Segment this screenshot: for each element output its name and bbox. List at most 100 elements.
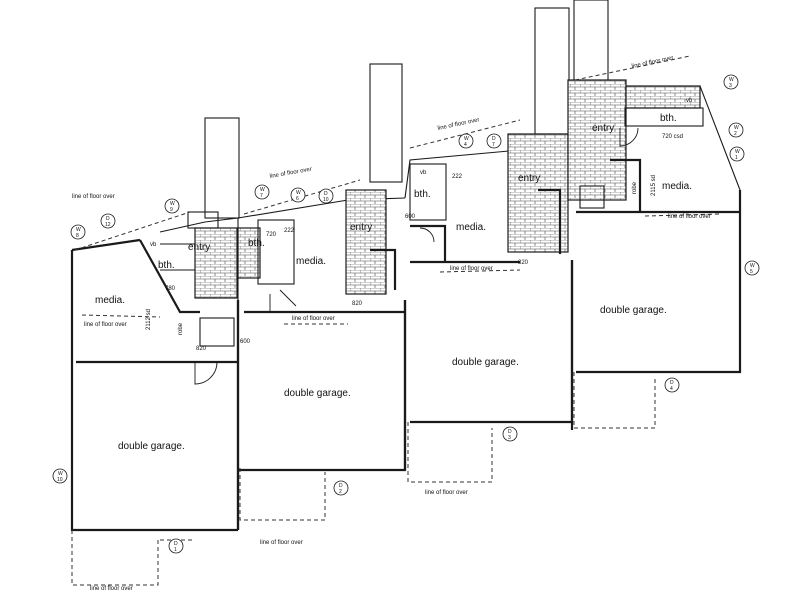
svg-text:10: 10 [323,197,329,203]
robe-note-1: robe [178,322,184,335]
svg-text:2: 2 [734,131,737,137]
dim-2115: 2115 sd [651,175,657,196]
tag-w10: W10 [52,468,68,484]
garage-label-2: double garage. [284,388,351,399]
media-label-3: media. [456,222,486,233]
tag-w5: W5 [744,260,760,276]
svg-text:2: 2 [339,489,342,495]
tag-d2: D2 [333,480,349,496]
garage-label-1: double garage. [118,441,185,452]
room-labels: double garage. double garage. double gar… [95,113,692,452]
entry-label-1: entry [188,242,210,253]
svg-text:D: D [508,429,512,435]
vb-note-2: vb [420,170,427,176]
garage-label-4: double garage. [600,305,667,316]
svg-text:8: 8 [76,233,79,239]
cupboard-note: 720 csd [662,134,683,140]
dim-820-b: 820 [518,260,529,266]
svg-text:D: D [174,541,178,547]
dim-222-a: 222 [284,228,295,234]
svg-text:12: 12 [105,222,111,228]
svg-text:D: D [106,216,110,222]
svg-text:1: 1 [735,155,738,161]
floor-over-note-1: line of floor over [84,322,127,328]
dim-600-b: 600 [405,214,416,220]
unit-2 [236,179,407,530]
floor-over-note-4: line of floor over [668,214,711,220]
tag-w3: W3 [723,74,739,90]
dim-780: 780 [165,286,176,292]
svg-text:W: W [260,187,265,193]
unit-4 [567,55,742,430]
tag-w8: W8 [70,224,86,240]
svg-text:W: W [76,227,81,233]
svg-text:4: 4 [670,386,673,392]
tag-d3: D3 [502,426,518,442]
entry-label-2: entry [350,222,372,233]
tag-w9: W9 [164,198,180,214]
media-label-4: media. [662,181,692,192]
svg-text:D: D [324,191,328,197]
svg-text:D: D [339,483,343,489]
tag-d1: D1 [168,538,184,554]
tag-d4: D4 [664,377,680,393]
svg-text:3: 3 [729,83,732,89]
svg-text:4: 4 [464,142,467,148]
unit-1 [70,211,240,586]
svg-text:W: W [58,471,63,477]
svg-text:D: D [492,136,496,142]
svg-text:W: W [735,149,740,155]
annotations: line of floor over line of floor over li… [72,55,711,592]
unit-3 [403,119,574,483]
floor-over-note-5: line of floor over [90,586,133,592]
svg-text:9: 9 [170,207,173,213]
bth-label-3: bth. [414,189,431,200]
tag-w7: W7 [254,184,270,200]
garage-label-3: double garage. [452,357,519,368]
dim-820-a: 820 [352,301,363,307]
tag-d10: D10 [318,188,334,204]
entry-label-4: entry [592,123,614,134]
svg-text:W: W [750,263,755,269]
floor-over-note-2: line of floor over [292,316,335,322]
media-label-1: media. [95,295,125,306]
floor-over-note-8: line of floor over [72,194,115,200]
reference-tags: W8 D12 W9 W7 W6 D10 W4 D7 W3 W2 W1 W5 W1… [52,74,760,554]
svg-text:7: 7 [492,142,495,148]
tag-d7: D7 [486,133,502,149]
svg-text:W: W [170,201,175,207]
floor-over-note-11: line of floor over [631,55,674,70]
svg-text:6: 6 [296,196,299,202]
vb-note-3: vb [686,98,693,104]
dim-222-b: 222 [452,174,463,180]
bth-label-2: bth. [248,238,265,249]
tag-w6: W6 [290,187,306,203]
media-label-2: media. [296,256,326,267]
bth-label-1: bth. [158,260,175,271]
svg-text:W: W [296,190,301,196]
floor-over-note-10: line of floor over [437,117,480,132]
dim-600-a: 600 [240,339,251,345]
svg-text:7: 7 [260,193,263,199]
tag-d12: D12 [100,213,116,229]
svg-text:W: W [729,77,734,83]
bth-label-4: bth. [660,113,677,124]
tag-w1: W1 [729,146,745,162]
svg-text:3: 3 [508,435,511,441]
svg-text:1: 1 [174,547,177,553]
tag-w4: W4 [458,133,474,149]
svg-text:W: W [734,125,739,131]
svg-text:5: 5 [750,269,753,275]
floor-over-note-3: line of floor over [450,266,493,272]
floor-over-note-9: line of floor over [269,167,312,180]
floor-over-note-6: line of floor over [260,540,303,546]
robe-note-2: robe [632,181,638,194]
dim-820-c: 820 [196,346,207,352]
floor-over-note-7: line of floor over [425,490,468,496]
svg-text:D: D [670,380,674,386]
dim-2112: 2112 sd [146,309,152,330]
dim-720: 720 [266,232,277,238]
svg-text:W: W [464,136,469,142]
entry-label-3: entry [518,173,540,184]
